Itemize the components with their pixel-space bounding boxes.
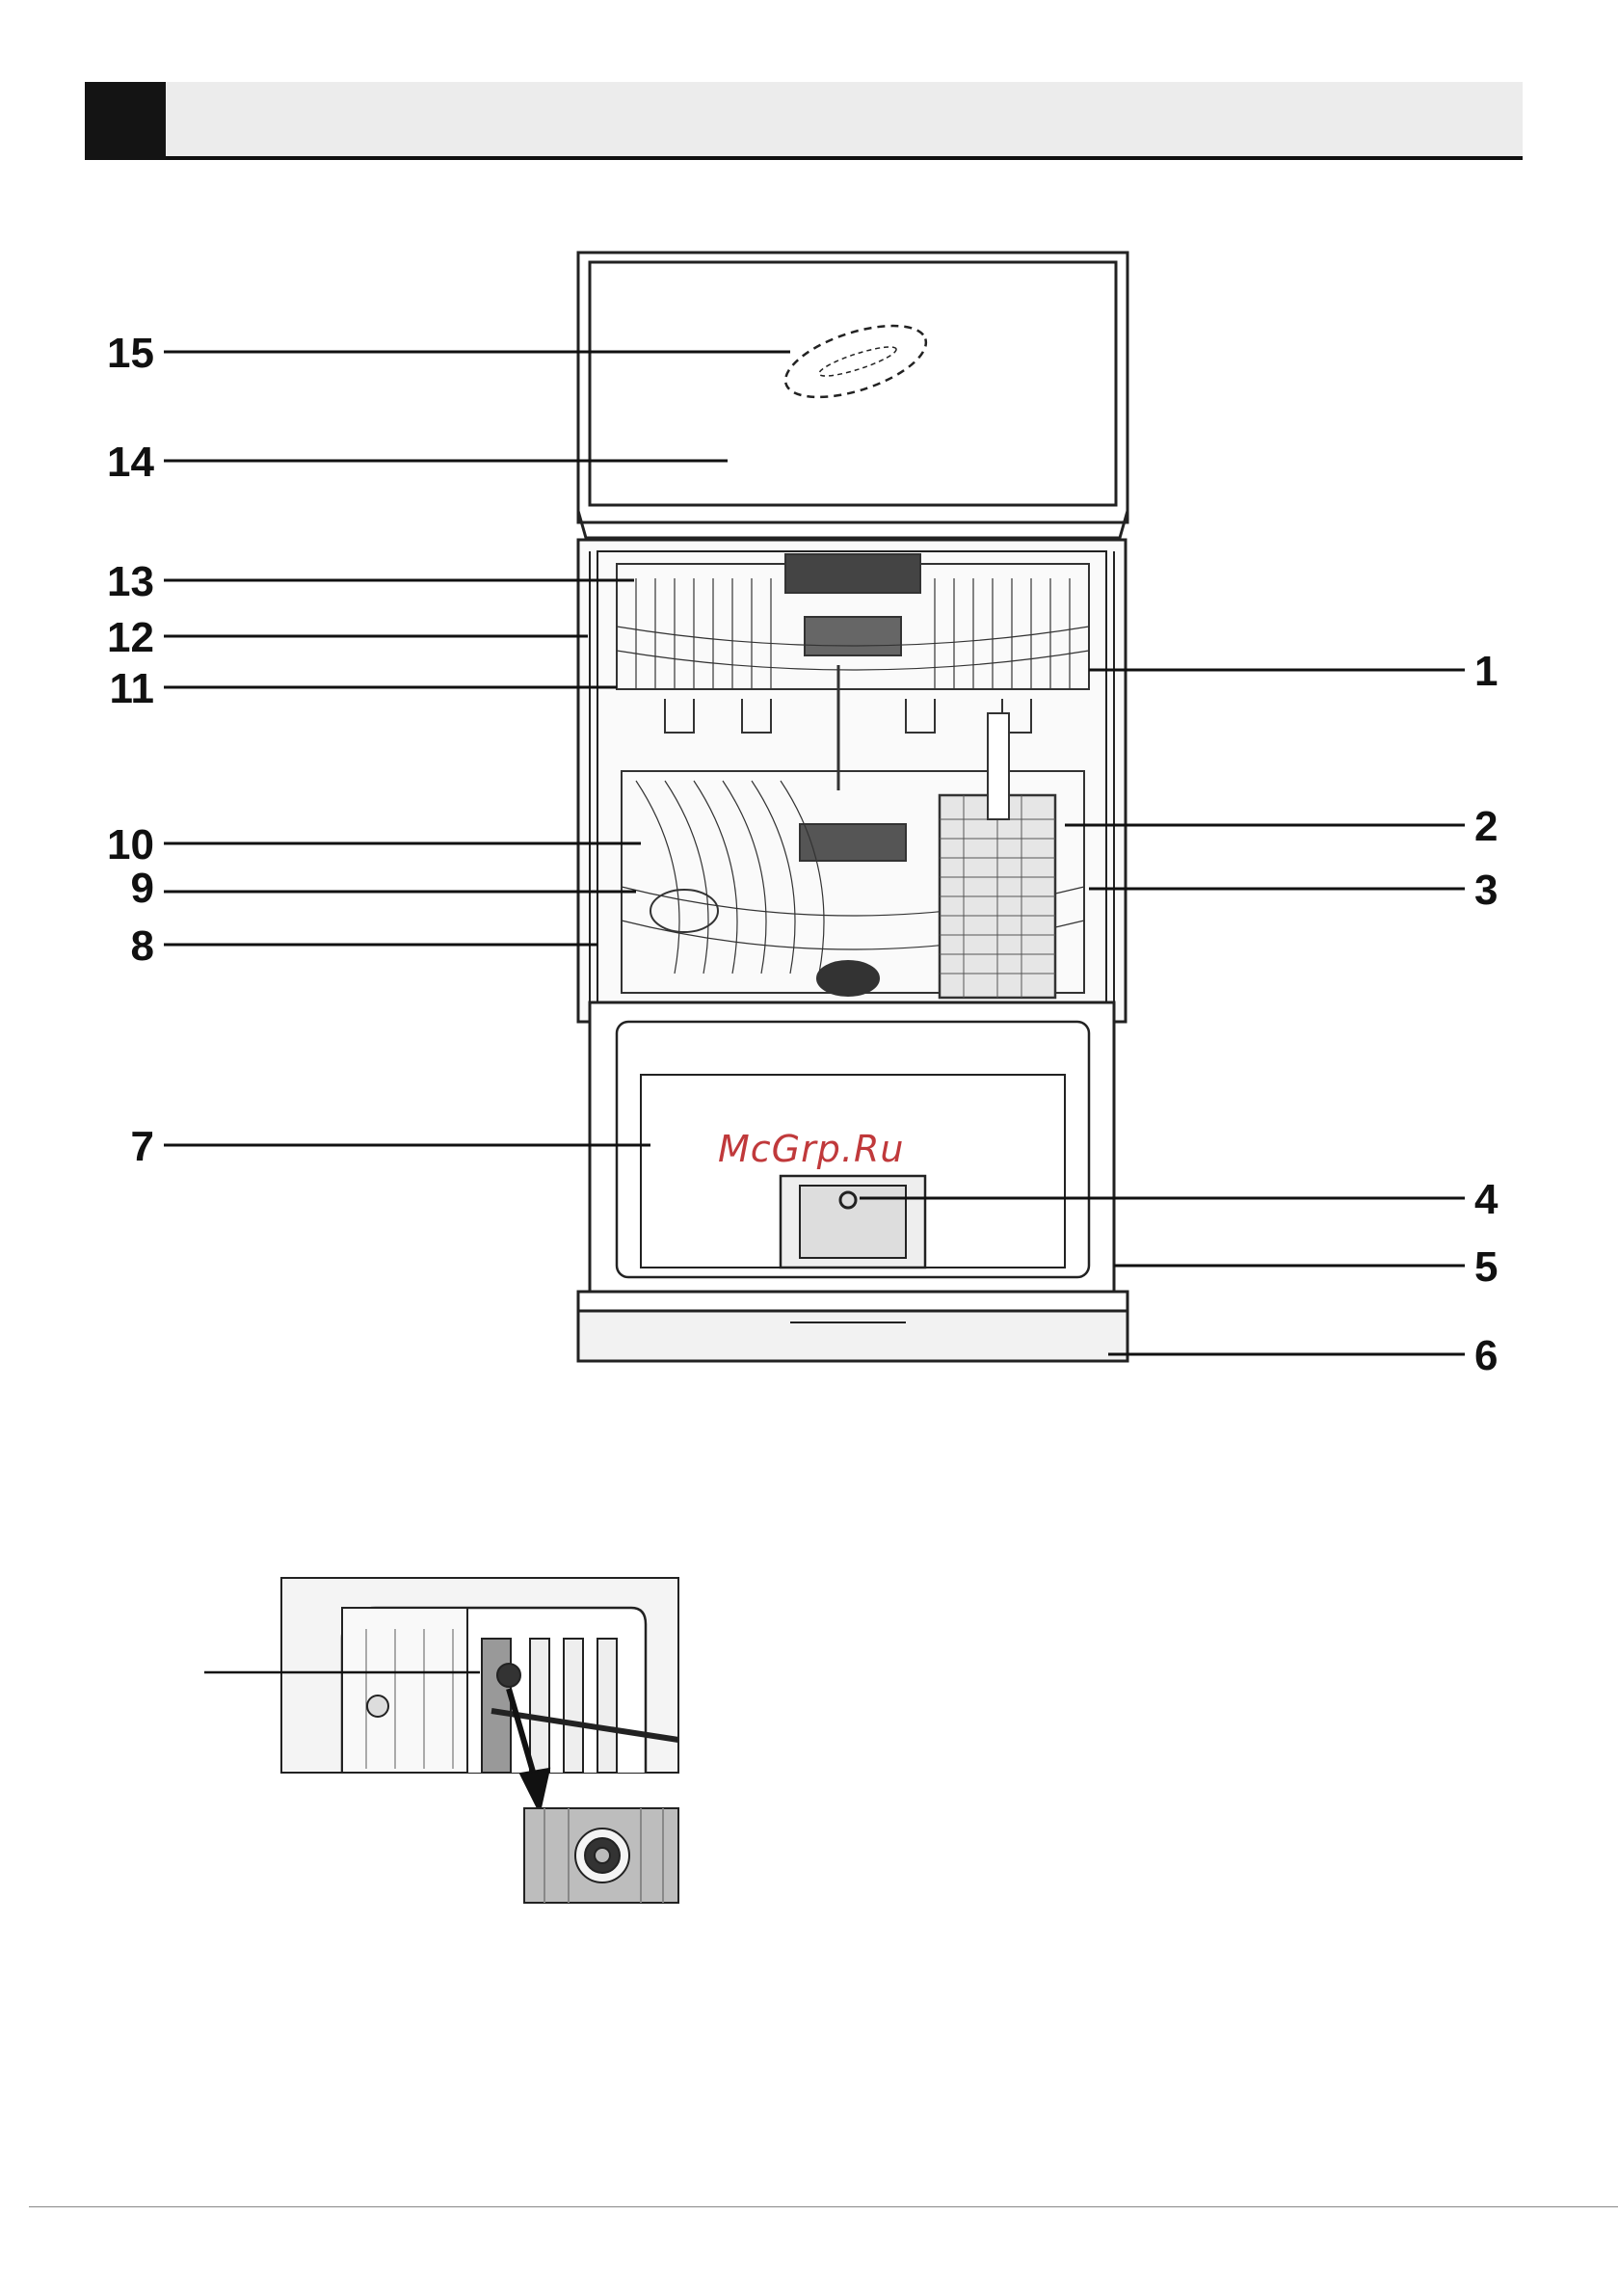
callout-7: 7 bbox=[131, 1123, 154, 1170]
callout-13: 13 bbox=[107, 558, 154, 605]
callout-1: 1 bbox=[1474, 648, 1498, 695]
callout-8: 8 bbox=[131, 922, 154, 970]
watermark-text: McGrp.Ru bbox=[718, 1128, 904, 1170]
callout-4: 4 bbox=[1474, 1176, 1499, 1223]
detail-illustration bbox=[0, 1542, 1618, 1947]
callout-12: 12 bbox=[107, 614, 154, 661]
callout-11: 11 bbox=[109, 665, 154, 712]
callout-3: 3 bbox=[1474, 867, 1498, 914]
detail-main-view bbox=[204, 1578, 678, 1812]
door bbox=[578, 1002, 1127, 1361]
footer-rule bbox=[29, 2206, 1618, 2207]
callout-2: 2 bbox=[1474, 803, 1498, 850]
detail-inset-view bbox=[524, 1808, 678, 1903]
worktop bbox=[578, 253, 1127, 538]
callout-15: 15 bbox=[107, 330, 154, 377]
callout-6: 6 bbox=[1474, 1332, 1498, 1379]
callout-9: 9 bbox=[131, 865, 154, 912]
callout-10: 10 bbox=[107, 821, 154, 868]
callout-14: 14 bbox=[107, 439, 154, 486]
dishwasher-diagram: 15 14 13 12 11 10 9 8 7 1 2 3 4 5 6 McGr… bbox=[0, 0, 1618, 1427]
callout-5: 5 bbox=[1474, 1243, 1498, 1291]
